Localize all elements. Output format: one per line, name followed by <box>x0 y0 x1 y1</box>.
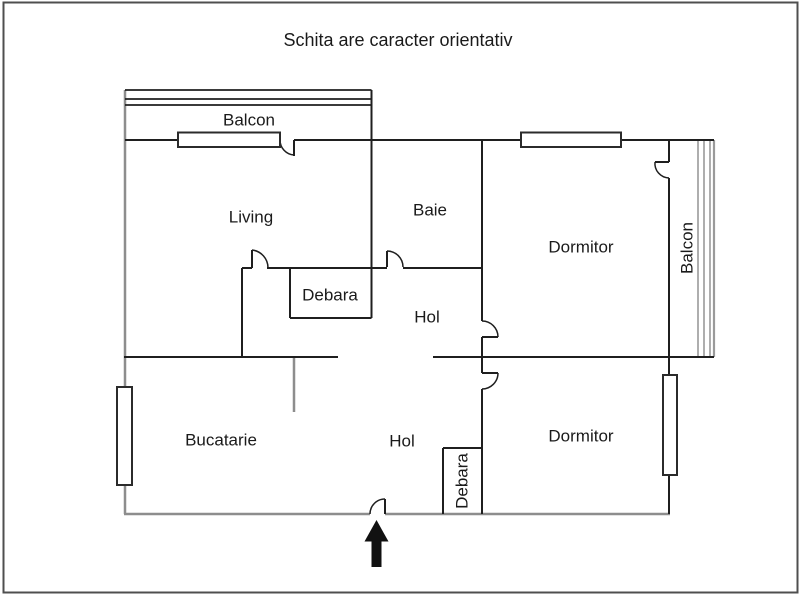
page-border <box>2 1 799 594</box>
label-baie: Baie <box>413 201 447 220</box>
door-arc-entrance <box>369 498 386 515</box>
window-dormitor-top <box>520 131 622 148</box>
title-group: Schita are caracter orientativ <box>283 30 512 50</box>
label-debara-bottom: Debara <box>453 453 472 509</box>
door-leaves <box>251 140 669 514</box>
label-balcon-right: Balcon <box>678 222 697 274</box>
door-arc-balcony-living <box>279 139 295 156</box>
door-arc-dormitor-top <box>481 320 499 338</box>
label-living: Living <box>229 208 273 227</box>
door-arc-baie <box>386 250 404 268</box>
window-dormitor-bottom <box>662 374 678 476</box>
label-balcon-top: Balcon <box>223 111 275 130</box>
label-hol-upper: Hol <box>414 308 440 327</box>
label-debara-top: Debara <box>302 286 358 305</box>
plan-title: Schita are caracter orientativ <box>283 30 512 50</box>
balcony-right-railing <box>697 140 716 357</box>
interior-walls <box>124 89 714 514</box>
label-bucatarie: Bucatarie <box>185 431 257 450</box>
label-dormitor-top: Dormitor <box>548 238 614 257</box>
window-balcon-living <box>177 131 281 148</box>
door-arc-dormitor-bottom <box>481 372 499 390</box>
door-arcs <box>251 139 670 515</box>
entrance-arrow-icon <box>364 520 389 567</box>
door-arc-living-hol <box>251 249 269 269</box>
room-labels: Balcon Living Baie Dormitor Balcon Debar… <box>185 111 696 509</box>
windows <box>116 131 678 486</box>
label-dormitor-bottom: Dormitor <box>548 427 614 446</box>
door-arc-balcony-right <box>654 161 670 179</box>
window-bucatarie <box>116 386 133 486</box>
label-hol-lower: Hol <box>389 432 415 451</box>
